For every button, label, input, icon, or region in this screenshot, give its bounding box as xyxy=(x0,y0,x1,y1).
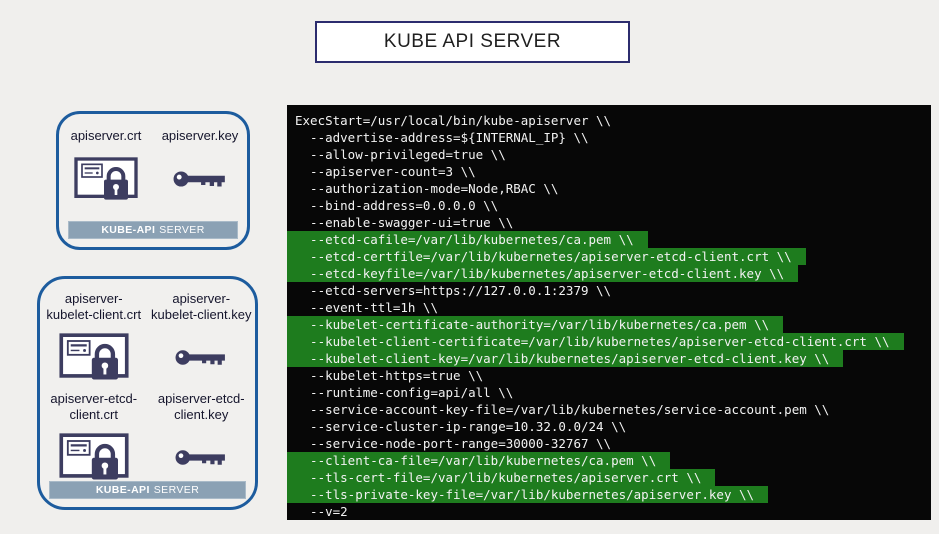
terminal-line: --bind-address=0.0.0.0 \\ xyxy=(295,198,499,213)
cert-item: apiserver-etcd-client.key xyxy=(148,391,256,487)
terminal-line: --v=2 xyxy=(295,504,348,519)
terminal-line: --allow-privileged=true \\ xyxy=(295,147,506,162)
terminal-line: --advertise-address=${INTERNAL_IP} \\ xyxy=(295,130,589,145)
bar-label-rest: SERVER xyxy=(159,224,205,236)
terminal-line: --etcd-keyfile=/var/lib/kubernetes/apise… xyxy=(287,265,799,282)
terminal-line: --kubelet-client-certificate=/var/lib/ku… xyxy=(287,333,904,350)
bar-label-bold: KUBE-API xyxy=(95,484,150,496)
key-icon xyxy=(175,349,226,365)
terminal-line: --event-ttl=1h \\ xyxy=(295,300,438,315)
cert-file-label: apiserver-etcd-client.crt xyxy=(50,391,138,422)
terminal-line: --tls-private-key-file=/var/lib/kubernet… xyxy=(287,486,769,503)
cert-item: apiserver-kubelet-client.key xyxy=(148,291,256,387)
certificate-icon xyxy=(74,156,138,200)
key-file-label: apiserver.key xyxy=(161,128,239,143)
terminal-line: --kubelet-certificate-authority=/var/lib… xyxy=(287,316,784,333)
terminal-line: --enable-swagger-ui=true \\ xyxy=(295,215,514,230)
key-icon xyxy=(175,449,226,465)
terminal-line: --runtime-config=api/all \\ xyxy=(295,385,514,400)
cert-box-apiserver: apiserver.crt apiserv xyxy=(56,111,250,250)
terminal: ExecStart=/usr/local/bin/kube-apiserver … xyxy=(287,105,931,520)
terminal-line: --etcd-certfile=/var/lib/kubernetes/apis… xyxy=(287,248,806,265)
key-file-label: apiserver-kubelet-client.key xyxy=(151,291,252,322)
terminal-line: --service-node-port-range=30000-32767 \\ xyxy=(295,436,612,451)
key-file-label: apiserver-etcd-client.key xyxy=(157,391,245,422)
terminal-line: --service-cluster-ip-range=10.32.0.0/24 … xyxy=(295,419,627,434)
certificate-icon xyxy=(59,333,129,380)
cert-item: apiserver.key xyxy=(153,128,247,206)
kube-api-server-bar: KUBE-API SERVER xyxy=(49,481,246,499)
key-icon xyxy=(173,171,225,187)
title-box: KUBE API SERVER xyxy=(315,21,630,63)
terminal-line: --etcd-cafile=/var/lib/kubernetes/ca.pem… xyxy=(287,231,648,248)
bar-label-bold: KUBE-API xyxy=(101,224,156,236)
cert-item: apiserver-etcd-client.crt xyxy=(40,391,148,487)
bar-label-rest: SERVER xyxy=(153,484,200,496)
terminal-line: --tls-cert-file=/var/lib/kubernetes/apis… xyxy=(287,469,716,486)
terminal-line: --kubelet-https=true \\ xyxy=(295,368,484,383)
terminal-line: --client-ca-file=/var/lib/kubernetes/ca.… xyxy=(287,452,671,469)
cert-item: apiserver.crt xyxy=(59,128,153,206)
cert-file-label: apiserver.crt xyxy=(70,128,142,143)
certificate-icon xyxy=(59,433,129,480)
terminal-line: ExecStart=/usr/local/bin/kube-apiserver … xyxy=(295,113,612,128)
cert-file-label: apiserver-kubelet-client.crt xyxy=(46,291,142,322)
cert-item: apiserver-kubelet-client.crt xyxy=(40,291,148,387)
terminal-line: --apiserver-count=3 \\ xyxy=(295,164,476,179)
page-title: KUBE API SERVER xyxy=(383,31,562,52)
terminal-line: --kubelet-client-key=/var/lib/kubernetes… xyxy=(287,350,844,367)
terminal-line: --etcd-servers=https://127.0.0.1:2379 \\ xyxy=(295,283,612,298)
cert-box-clients: apiserver-kubelet-client.crt xyxy=(37,276,258,510)
terminal-line: --service-account-key-file=/var/lib/kube… xyxy=(295,402,830,417)
terminal-line: --authorization-mode=Node,RBAC \\ xyxy=(295,181,559,196)
kube-api-server-bar: KUBE-API SERVER xyxy=(68,221,238,239)
